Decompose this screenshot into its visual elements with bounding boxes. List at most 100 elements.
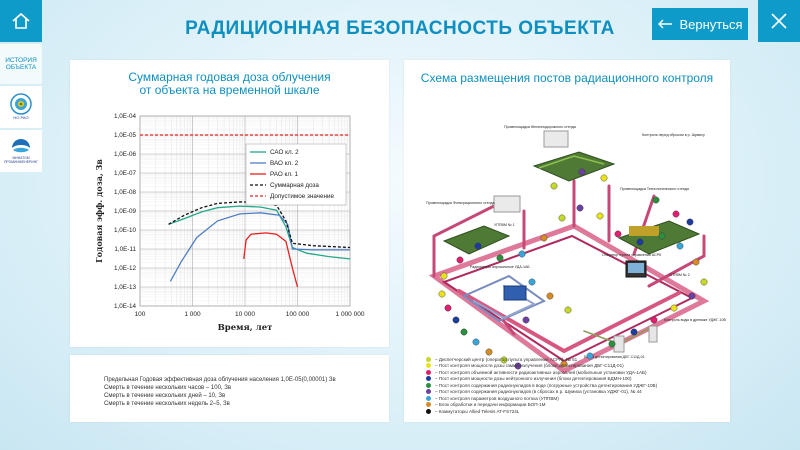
legend-item: – Пост контроля объемной активности ради… bbox=[426, 369, 657, 376]
monitoring-post-marker bbox=[546, 292, 554, 300]
monitoring-post-marker bbox=[500, 356, 508, 364]
monitoring-post-marker bbox=[700, 278, 708, 286]
y-tick-label: 1,0E-06 bbox=[114, 151, 137, 158]
y-tick-label: 1,0E-07 bbox=[114, 170, 137, 177]
x-tick-label: 1 000 bbox=[184, 311, 201, 318]
monitoring-post-marker bbox=[670, 304, 678, 312]
railway-stand-platform bbox=[532, 151, 616, 182]
detector-block bbox=[613, 335, 625, 353]
sidebar-item-norao[interactable]: НО РАО bbox=[0, 86, 42, 128]
aerosol-radiometer bbox=[503, 285, 527, 301]
legend-text: – Пост контроля мощности дозы нейтронног… bbox=[435, 376, 632, 382]
x-axis-label: Время, лет bbox=[218, 323, 273, 333]
legend-item: – Пост контроля содержания радионуклидов… bbox=[426, 382, 657, 389]
detector-block bbox=[543, 130, 569, 148]
label-discharge-control: Контроль перед сбросом в р. Шумиху bbox=[642, 133, 705, 137]
note-line: Смерть в течение нескольких недель 2–5, … bbox=[104, 401, 230, 407]
monitoring-post-marker bbox=[608, 340, 616, 348]
monitoring-post-marker bbox=[514, 362, 522, 370]
monitoring-post-marker bbox=[460, 328, 468, 336]
filtration-stand-platform bbox=[442, 225, 511, 255]
sidebar: ИСТОРИЯ ОБЪЕКТА НО РАО МИНАТОМ ПРОМИНЖЕН… bbox=[0, 44, 42, 174]
legend-text: – Пост контроля параметров воздушного по… bbox=[435, 395, 559, 401]
label-railway-stand: Промплощадка Железнодорожного стенда bbox=[504, 125, 576, 129]
note-line: Предельная Годовая эффективная доза облу… bbox=[104, 377, 336, 383]
page-title: РАДИЦИОННАЯ БЕЗОПАСНОСТЬ ОБЪЕКТА bbox=[185, 18, 615, 39]
y-axis-label: Годовая эфф. доза, Зв bbox=[94, 159, 104, 263]
arrow-left-icon bbox=[658, 19, 673, 29]
chart-title-line1: Суммарная годовая доза облучения bbox=[128, 70, 331, 84]
legend-text: – Коммутаторы Allied Telesis AT-FS724L bbox=[435, 408, 520, 414]
legend-text: – Пост контроля мощности дозы гамма-излу… bbox=[435, 363, 624, 369]
legend-item: – Пост контроля мощности дозы нейтронног… bbox=[426, 376, 657, 383]
dose-notes-panel: Предельная Годовая эффективная доза облу… bbox=[70, 355, 389, 422]
dose-notes: Предельная Годовая эффективная доза облу… bbox=[104, 376, 336, 408]
legend-dot bbox=[426, 389, 431, 395]
close-icon bbox=[771, 13, 787, 29]
monitoring-post-marker bbox=[496, 254, 504, 262]
legend-item: – Блок обработки и передачи информации Б… bbox=[426, 402, 657, 409]
back-button[interactable]: Вернуться bbox=[652, 8, 748, 40]
chart-title: Суммарная годовая доза облучения от объе… bbox=[70, 71, 389, 97]
monitoring-scheme-diagram: Промплощадка Железнодорожного стенда Про… bbox=[426, 125, 726, 374]
y-tick-label: 1,0E-12 bbox=[114, 265, 137, 272]
monitoring-post-marker bbox=[472, 338, 480, 346]
monitoring-post-marker bbox=[558, 214, 566, 222]
monitoring-post-marker bbox=[630, 328, 638, 336]
sidebar-item-prominzhenering[interactable]: МИНАТОМ ПРОМИНЖЕНЕРИНГ bbox=[0, 130, 42, 172]
close-button[interactable] bbox=[758, 0, 800, 42]
monitoring-post-marker bbox=[636, 238, 644, 246]
y-tick-label: 1,0E-13 bbox=[114, 284, 137, 291]
detector-block bbox=[648, 325, 658, 343]
top-bar: РАДИЦИОННАЯ БЕЗОПАСНОСТЬ ОБЪЕКТА Вернуть… bbox=[0, 0, 800, 44]
legend-label: РАО кл. 1 bbox=[270, 171, 298, 178]
legend-dot bbox=[426, 402, 431, 408]
norao-logo-caption: НО РАО bbox=[13, 115, 29, 121]
norao-logo-icon bbox=[10, 93, 32, 116]
monitoring-post-marker bbox=[676, 242, 684, 250]
monitoring-post-marker bbox=[474, 242, 482, 250]
legend-item: – Пост контроля параметров воздушного по… bbox=[426, 395, 657, 402]
y-tick-label: 1,0E-04 bbox=[114, 113, 137, 120]
monitoring-post-marker bbox=[692, 258, 700, 266]
legend-label: ВАО кл. 2 bbox=[270, 160, 299, 167]
monitoring-post-marker bbox=[578, 168, 586, 176]
prominzhenering-logo-caption: МИНАТОМ ПРОМИНЖЕНЕРИНГ bbox=[3, 156, 39, 164]
legend-dot bbox=[426, 363, 431, 369]
monitoring-post-marker bbox=[650, 316, 658, 324]
detector-block bbox=[493, 195, 521, 213]
legend-text: – Пост контроля содержания радионуклидов… bbox=[435, 389, 642, 395]
monitoring-post-marker bbox=[456, 256, 464, 264]
legend-item: – Диспетчерский центр (оператор пульта у… bbox=[426, 356, 657, 363]
label-uppvm1: УППВМ № 1 bbox=[494, 223, 515, 227]
monitoring-post-marker bbox=[452, 316, 460, 324]
monitoring-post-marker bbox=[686, 218, 694, 226]
sidebar-item-history-label: ИСТОРИЯ ОБЪЕКТА bbox=[5, 56, 37, 71]
legend-dot bbox=[426, 408, 431, 414]
note-line: Смерть в течение нескольких часов – 100,… bbox=[104, 385, 232, 391]
label-aerosol-radiometers: Радиометры аэрозольные УДА-1АБ bbox=[470, 265, 530, 269]
sidebar-item-history[interactable]: ИСТОРИЯ ОБЪЕКТА bbox=[0, 44, 42, 84]
y-tick-label: 1,0E-10 bbox=[114, 227, 137, 234]
label-drain-water-control: Контроль воды в дренаже УДЖГ-10В bbox=[664, 318, 726, 322]
legend-dot bbox=[426, 369, 431, 375]
label-operator: Оператор пульта управления АСРК bbox=[602, 253, 662, 257]
legend-text: – Диспетчерский центр (оператор пульта у… bbox=[435, 356, 578, 362]
home-button[interactable] bbox=[0, 0, 42, 42]
monitoring-post-marker bbox=[688, 292, 696, 300]
x-tick-label: 1 000 000 bbox=[336, 311, 365, 318]
series-line bbox=[169, 212, 350, 282]
note-line: Смерть в течение нескольких дней – 10, З… bbox=[104, 393, 226, 399]
dose-chart-panel: Суммарная годовая доза облучения от объе… bbox=[70, 60, 389, 347]
monitoring-post-marker bbox=[540, 234, 548, 242]
legend-dot bbox=[426, 395, 431, 401]
monitoring-post-marker bbox=[440, 272, 448, 280]
y-tick-label: 1,0E-11 bbox=[114, 246, 136, 253]
label-filtration-stand: Промплощадка Фильтрационного стенда bbox=[426, 201, 495, 205]
monitoring-post-marker bbox=[438, 290, 446, 298]
monitoring-post-marker bbox=[518, 250, 526, 258]
y-tick-label: 1,0E-09 bbox=[114, 208, 137, 215]
label-technology-stand: Промплощадка Технологического стенда bbox=[620, 187, 689, 191]
legend-item: – Коммутаторы Allied Telesis AT-FS724L bbox=[426, 408, 657, 415]
